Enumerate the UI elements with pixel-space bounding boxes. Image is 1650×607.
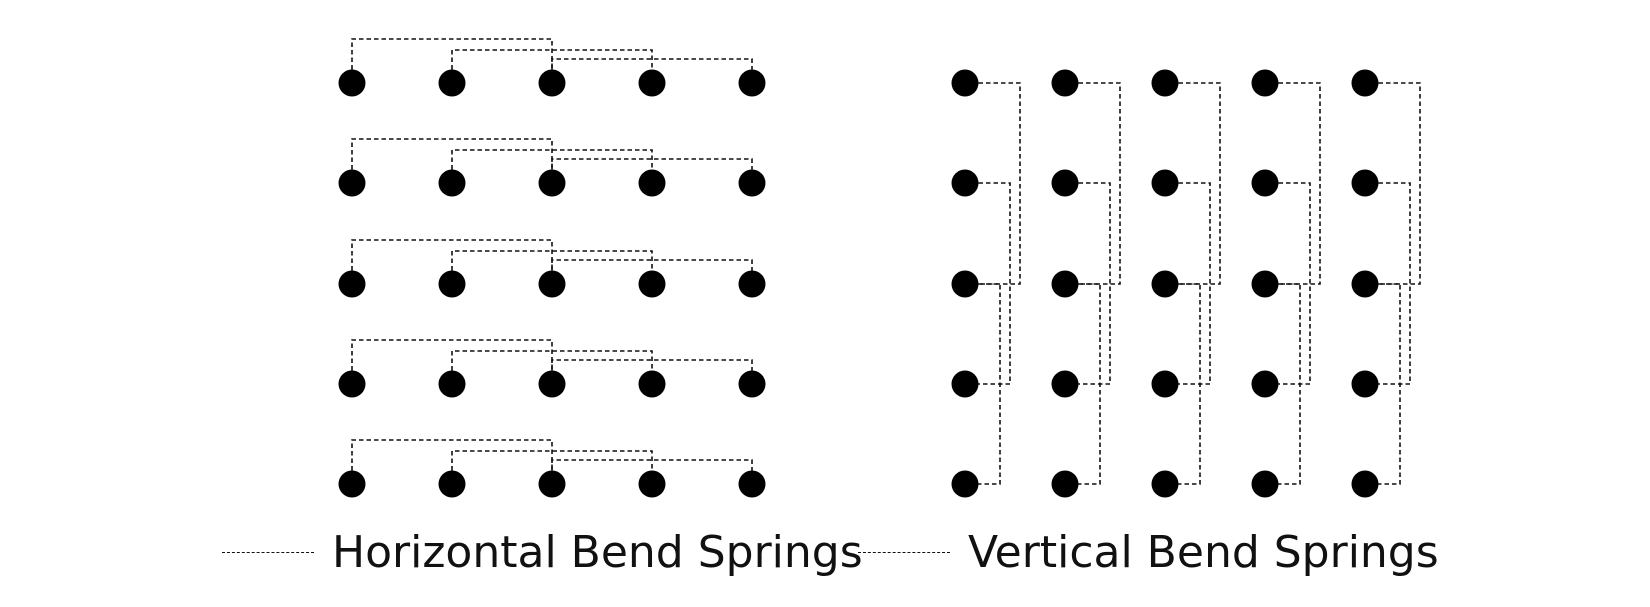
horizontal-bend-spring bbox=[451, 250, 653, 271]
vertical-bend-spring bbox=[1378, 283, 1401, 485]
mass-node bbox=[638, 69, 666, 97]
vertical-bend-spring bbox=[1078, 283, 1101, 485]
horizontal-bend-spring bbox=[351, 439, 553, 471]
vertical-bend-spring bbox=[1378, 82, 1421, 285]
mass-node bbox=[951, 270, 979, 298]
vertical-bend-spring bbox=[978, 82, 1021, 285]
mass-node bbox=[738, 370, 766, 398]
legend-horizontal-label: Horizontal Bend Springs bbox=[332, 526, 863, 578]
mass-node bbox=[1351, 169, 1379, 197]
mass-node bbox=[1051, 370, 1079, 398]
horizontal-bend-springs-grid bbox=[338, 38, 766, 498]
mass-node bbox=[1151, 470, 1179, 498]
horizontal-bend-spring bbox=[451, 149, 653, 170]
vertical-bend-spring bbox=[978, 283, 1001, 485]
mass-node bbox=[1351, 370, 1379, 398]
horizontal-bend-spring bbox=[351, 138, 553, 170]
mass-node bbox=[1351, 270, 1379, 298]
mass-node bbox=[638, 370, 666, 398]
horizontal-bend-spring bbox=[351, 239, 553, 271]
mass-node bbox=[1351, 470, 1379, 498]
vertical-bend-spring bbox=[1178, 182, 1211, 385]
mass-node bbox=[538, 370, 566, 398]
mass-node bbox=[738, 169, 766, 197]
legend-dashed-line-swatch bbox=[222, 551, 314, 553]
horizontal-bend-spring bbox=[351, 339, 553, 371]
horizontal-bend-spring bbox=[451, 49, 653, 70]
mass-node bbox=[338, 270, 366, 298]
vertical-bend-spring bbox=[1178, 283, 1201, 485]
vertical-bend-spring bbox=[1078, 182, 1111, 385]
horizontal-bend-spring bbox=[451, 450, 653, 471]
mass-node bbox=[338, 470, 366, 498]
mass-node bbox=[638, 169, 666, 197]
mass-node bbox=[338, 69, 366, 97]
mass-node bbox=[438, 370, 466, 398]
legend-vertical: Vertical Bend Springs bbox=[858, 522, 1439, 582]
mass-node bbox=[1151, 370, 1179, 398]
mass-node bbox=[438, 69, 466, 97]
mass-node bbox=[438, 169, 466, 197]
mass-node bbox=[951, 169, 979, 197]
mass-node bbox=[1251, 470, 1279, 498]
mass-node bbox=[638, 470, 666, 498]
mass-node bbox=[1051, 470, 1079, 498]
mass-node bbox=[1251, 370, 1279, 398]
mass-node bbox=[338, 169, 366, 197]
vertical-bend-spring bbox=[1378, 182, 1411, 385]
legend-dashed-line-swatch bbox=[858, 551, 950, 553]
mass-node bbox=[738, 69, 766, 97]
mass-node bbox=[1251, 270, 1279, 298]
horizontal-bend-spring bbox=[351, 38, 553, 70]
mass-node bbox=[1151, 69, 1179, 97]
mass-node bbox=[1051, 169, 1079, 197]
mass-node bbox=[538, 270, 566, 298]
mass-node bbox=[1251, 169, 1279, 197]
mass-node bbox=[1051, 69, 1079, 97]
mass-node bbox=[738, 470, 766, 498]
mass-node bbox=[1151, 270, 1179, 298]
vertical-bend-springs-grid bbox=[951, 69, 1421, 498]
mass-node bbox=[1051, 270, 1079, 298]
mass-node bbox=[538, 470, 566, 498]
mass-node bbox=[1251, 69, 1279, 97]
mass-node bbox=[738, 270, 766, 298]
mass-node bbox=[1151, 169, 1179, 197]
mass-node bbox=[538, 169, 566, 197]
legend-vertical-label: Vertical Bend Springs bbox=[968, 526, 1439, 578]
vertical-bend-spring bbox=[978, 182, 1011, 385]
mass-node bbox=[338, 370, 366, 398]
mass-node bbox=[538, 69, 566, 97]
mass-node bbox=[951, 370, 979, 398]
legend-horizontal: Horizontal Bend Springs bbox=[222, 522, 863, 582]
vertical-bend-spring bbox=[1278, 82, 1321, 285]
mass-node bbox=[638, 270, 666, 298]
mass-node bbox=[951, 69, 979, 97]
mass-node bbox=[951, 470, 979, 498]
vertical-bend-spring bbox=[1278, 283, 1301, 485]
mass-node bbox=[438, 470, 466, 498]
vertical-bend-spring bbox=[1178, 82, 1221, 285]
mass-node bbox=[1351, 69, 1379, 97]
mass-node bbox=[438, 270, 466, 298]
vertical-bend-spring bbox=[1078, 82, 1121, 285]
vertical-bend-spring bbox=[1278, 182, 1311, 385]
horizontal-bend-spring bbox=[451, 350, 653, 371]
